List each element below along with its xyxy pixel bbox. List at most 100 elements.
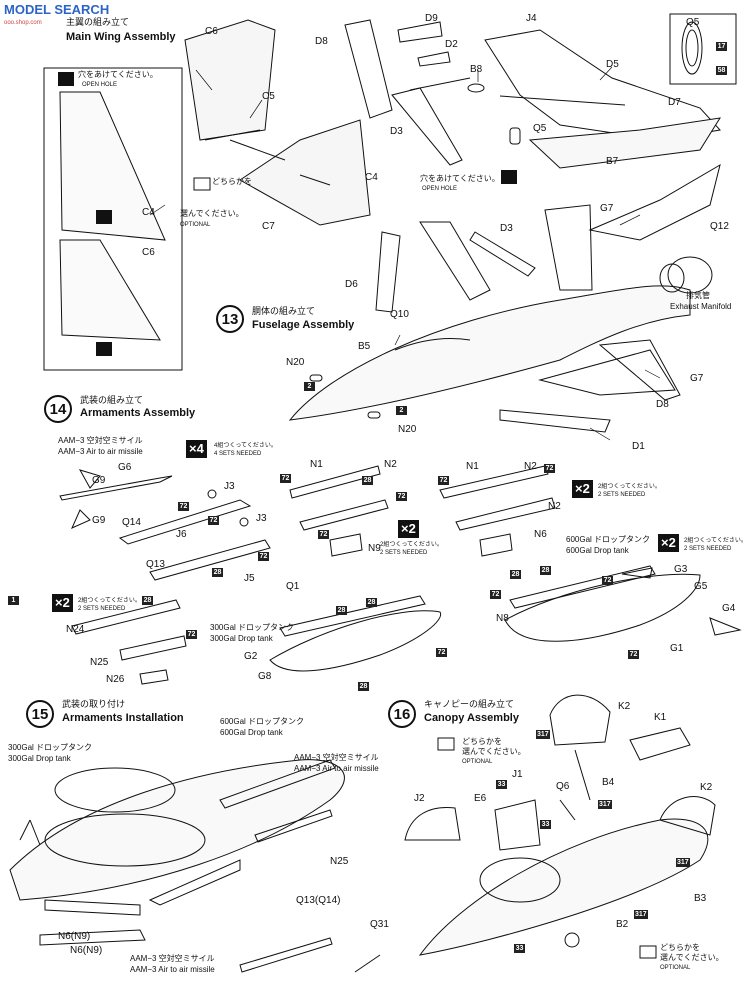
part-label: K1 [654, 712, 667, 723]
sets-note-jp: 2組つくってください。 [598, 484, 661, 490]
exhaust-label-en: Exhaust Manifold [670, 302, 732, 311]
color-code: 1 [8, 596, 19, 605]
sets-note-jp: 2組つくってください。 [78, 598, 141, 604]
wing-d-parts-drawing [344, 19, 485, 166]
part-label: Q5 [686, 17, 700, 28]
optional-note-jp: どちらかを [660, 943, 700, 952]
section-16-title-en: Canopy Assembly [424, 712, 519, 724]
part-label: B3 [694, 893, 707, 904]
tank600-label-jp: 600Gal ドロップタンク [566, 535, 651, 544]
quantity-x2: ×2 [52, 594, 73, 612]
quantity-x2: ×2 [572, 480, 593, 498]
part-label: N2 [548, 501, 561, 512]
part-label: D5 [606, 59, 619, 70]
part-label: C6 [142, 247, 155, 258]
part-label: G4 [722, 603, 736, 614]
part-label: C5 [262, 91, 275, 102]
color-code: 28 [366, 598, 377, 607]
section-14-number: 14 [44, 395, 72, 423]
section-15-title-en: Armaments Installation [62, 712, 184, 724]
part-label: Q5 [533, 123, 547, 134]
tank300-label-jp: 300Gal ドロップタンク [8, 743, 93, 752]
part-label: B8 [470, 64, 483, 75]
aam-label-jp: AAM−3 空対空ミサイル [294, 753, 379, 762]
part-label: J2 [414, 793, 425, 804]
color-code: 28 [362, 476, 373, 485]
part-label: N24 [66, 624, 85, 635]
quantity-x2: ×2 [658, 534, 679, 552]
tank300-label-en: 300Gal Drop tank [8, 754, 71, 763]
part-label: G5 [694, 581, 708, 592]
part-label: D3 [500, 223, 513, 234]
part-label: D1 [632, 441, 645, 452]
optional-note-jp: どちらかを [462, 737, 502, 746]
color-code: 72 [438, 476, 449, 485]
optional-note-en: OPTIONAL [462, 759, 493, 765]
part-label: N2 [384, 459, 397, 470]
part-label: Q31 [370, 919, 389, 930]
sets-note-jp: 4組つくってください。 [214, 443, 277, 449]
open-hole-note-en: OPEN HOLE [82, 82, 118, 88]
part-label: N8 [496, 613, 509, 624]
color-code: 28 [510, 570, 521, 579]
part-label: B5 [358, 341, 371, 352]
color-code: 72 [318, 530, 329, 539]
part-label: C4 [142, 207, 155, 218]
part-label: D3 [390, 126, 403, 137]
part-label: Q13 [146, 559, 165, 570]
part-label: N1 [466, 461, 479, 472]
aam-label-en: AAM−3 Air to air missile [294, 764, 379, 773]
part-label: C4 [365, 172, 378, 183]
part-label: G8 [258, 671, 272, 682]
color-code: 72 [628, 650, 639, 659]
part-label: J3 [256, 513, 267, 524]
color-code: 58 [716, 66, 727, 75]
section-14-title-jp: 武装の組み立て [80, 395, 144, 405]
part-label: Q13(Q14) [296, 895, 341, 906]
part-label: G7 [690, 373, 704, 384]
color-code: 317 [676, 858, 690, 867]
part-label: N25 [90, 657, 109, 668]
installation-drawing-15 [9, 759, 345, 973]
open-hole-note-jp: 穴をあけてください。 [78, 70, 158, 79]
section-16-title-jp: キャノピーの組み立て [424, 699, 515, 709]
part-label: J6 [176, 529, 187, 540]
sets-note-en: 2 SETS NEEDED [684, 546, 732, 552]
part-label: N25 [330, 856, 349, 867]
color-code: 72 [280, 474, 291, 483]
part-label: J1 [512, 769, 523, 780]
part-label: Q10 [390, 309, 409, 320]
sets-note-en: 4 SETS NEEDED [214, 451, 262, 457]
tank600-label-en: 600Gal Drop tank [566, 546, 629, 555]
part-label: G3 [674, 564, 688, 575]
exhaust-label-jp: 排気管 [686, 291, 710, 300]
optional-note-en: OPTIONAL [180, 222, 211, 228]
part-label: N2 [524, 461, 537, 472]
color-code: 28 [142, 596, 153, 605]
part-label: G1 [670, 643, 684, 654]
part-label: N6 [534, 529, 547, 540]
optional-note-jp: 選んでください。 [180, 209, 244, 218]
color-code: 317 [598, 800, 612, 809]
color-code: 28 [336, 606, 347, 615]
part-label: C6 [205, 26, 218, 37]
part-label: B7 [606, 156, 619, 167]
part-label: D9 [425, 13, 438, 24]
color-code: 72 [544, 464, 555, 473]
aircraft-upper-drawing [484, 29, 721, 241]
part-label: G9 [92, 515, 106, 526]
section-13-title-jp: 胴体の組み立て [252, 306, 316, 316]
part-label: G6 [118, 462, 132, 473]
section-12-title-en: Main Wing Assembly [66, 31, 176, 43]
section-14-title-en: Armaments Assembly [80, 407, 196, 419]
part-label: G9 [92, 475, 106, 486]
optional-note-jp: 選んでください。 [462, 747, 526, 756]
part-label: N9 [368, 543, 381, 554]
section-13-number: 13 [216, 305, 244, 333]
part-label: K2 [700, 782, 713, 793]
color-code: 33 [514, 944, 525, 953]
section-15-title-jp: 武装の取り付け [62, 699, 126, 709]
color-code: 2 [396, 406, 407, 415]
